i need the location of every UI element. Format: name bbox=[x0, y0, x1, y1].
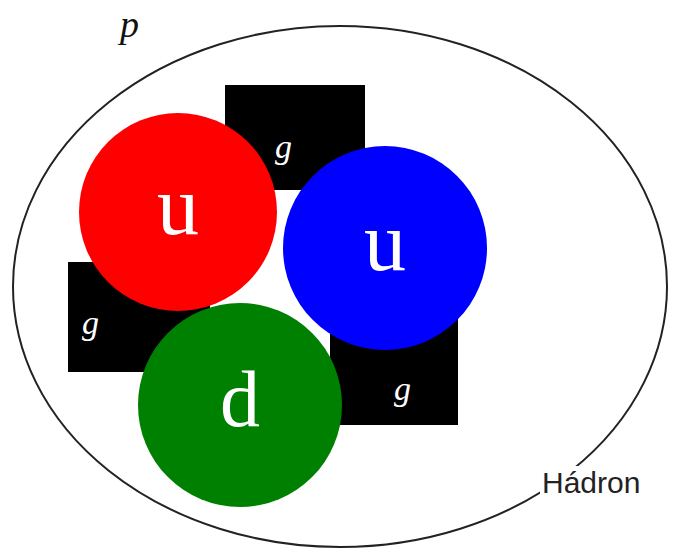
down-quark-circle: d bbox=[137, 302, 343, 508]
up-quark-circle: u bbox=[78, 112, 278, 312]
gluon-label: g bbox=[394, 372, 411, 406]
quark-disc bbox=[138, 303, 342, 507]
quark-disc bbox=[283, 146, 487, 350]
caption-label: Hádron bbox=[540, 466, 642, 499]
quark-label: d bbox=[220, 359, 260, 439]
gluon-label: g bbox=[275, 130, 292, 164]
quark-disc bbox=[79, 113, 277, 311]
gluon-label: g bbox=[82, 306, 99, 340]
hadron-boundary bbox=[13, 26, 667, 547]
particle-symbol: p bbox=[120, 5, 139, 43]
quark-label: u bbox=[364, 200, 406, 284]
up-quark-circle: u bbox=[282, 145, 488, 351]
quark-label: u bbox=[157, 164, 199, 248]
